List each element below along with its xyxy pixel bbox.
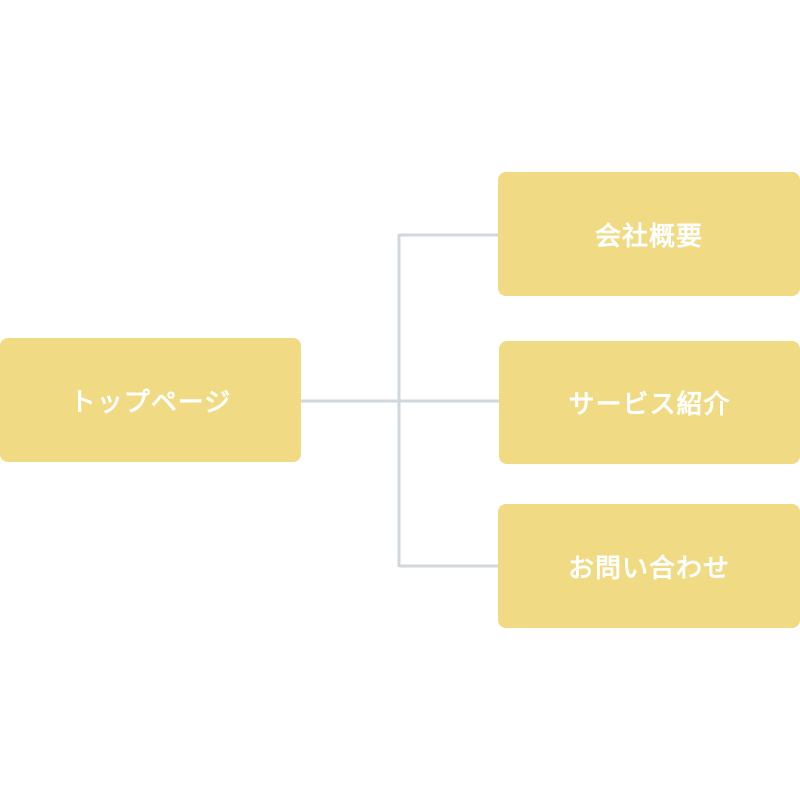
node-service-introduction-label: サービス紹介 (568, 390, 731, 420)
node-top-page: トップページ (0, 338, 301, 462)
node-company-overview-label: 会社概要 (594, 221, 703, 252)
node-company-overview: 会社概要 (498, 172, 800, 296)
node-top-page-label: トップページ (69, 387, 232, 418)
node-service-introduction: サービス紹介 (499, 341, 800, 464)
node-contact: お問い合わせ (498, 504, 800, 628)
node-contact-label: お問い合わせ (567, 553, 730, 584)
